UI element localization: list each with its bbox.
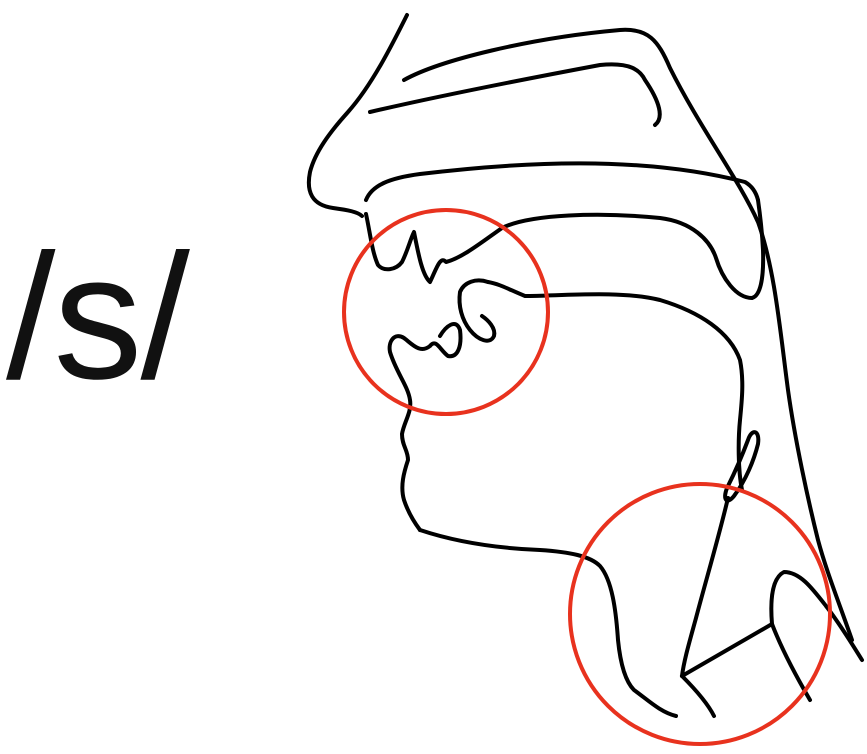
- head-outline: [309, 15, 862, 716]
- highlight-circle-teeth: [344, 210, 548, 414]
- arytenoid: [771, 572, 862, 660]
- trachea-front: [682, 676, 714, 716]
- lower-lip-teeth: [390, 324, 461, 530]
- tongue: [488, 282, 742, 490]
- nose-profile: [309, 15, 407, 216]
- larynx-front: [682, 498, 728, 676]
- tongue-tip: [459, 280, 494, 340]
- highlight-circles: [344, 210, 830, 744]
- larynx-glottis: [682, 624, 772, 676]
- palate-velum: [366, 200, 763, 298]
- head-back-contour: [404, 30, 852, 640]
- chin-neck: [420, 530, 676, 716]
- nasal-cavity-lower: [366, 163, 758, 200]
- highlight-circle-larynx: [570, 484, 830, 744]
